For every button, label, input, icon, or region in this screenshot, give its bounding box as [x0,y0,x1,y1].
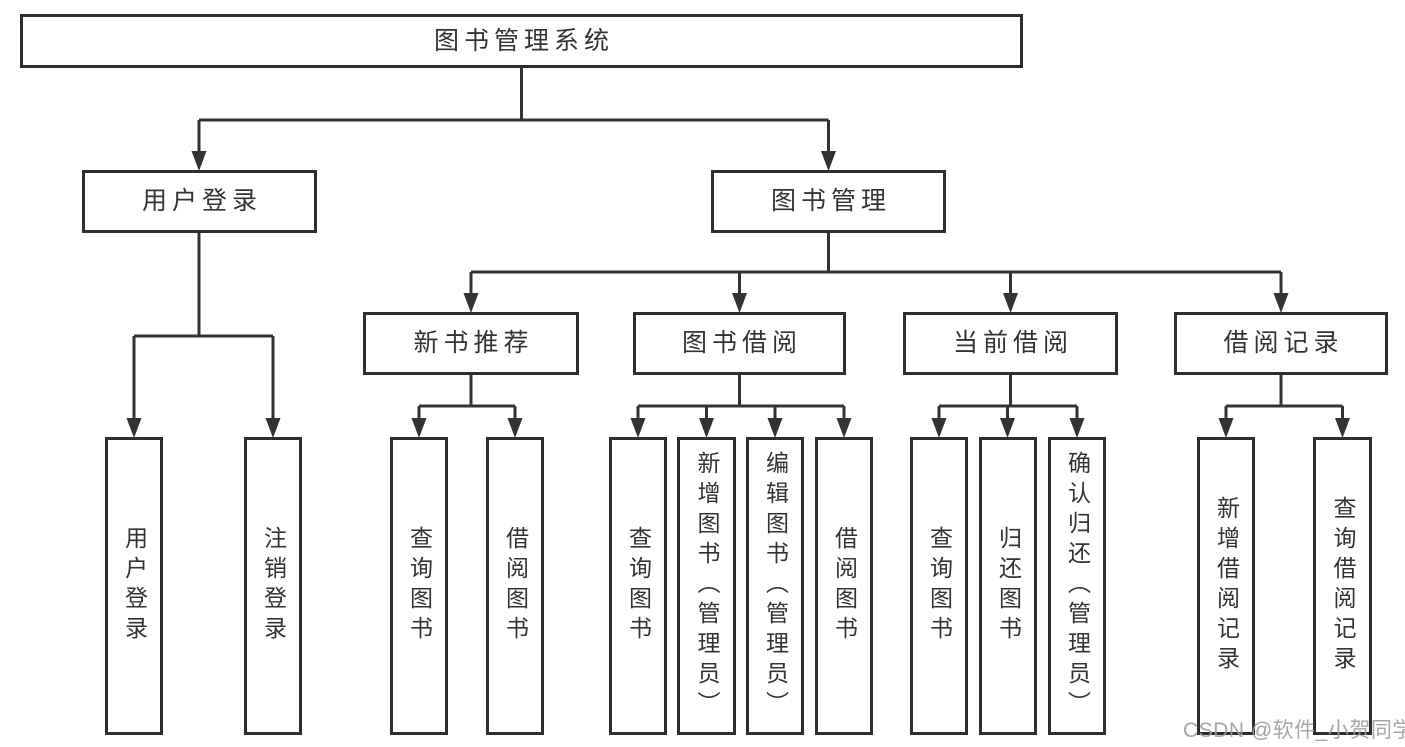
node-label: 新增图书（管理员） [694,451,720,721]
arrow-down-icon [126,418,142,438]
leaf-query-books-recommendation: 查询图书 [390,437,448,735]
leaf-add-books-admin: 新增图书（管理员） [677,437,736,735]
arrow-down-icon [463,293,479,313]
arrow-down-icon [411,418,427,438]
arrow-down-icon [191,151,207,171]
arrow-down-icon [265,418,281,438]
arrow-down-icon [1000,418,1015,438]
csdn-watermark: CSDN @软件_小贺同学 [1183,719,1405,742]
node-label: 查询图书 [406,526,433,646]
leaf-borrow-books: 借阅图书 [815,437,873,735]
arrow-down-icon [931,418,947,438]
node-label: 查询图书 [625,526,652,646]
leaf-user-login: 用户登录 [105,437,163,735]
node-label: 用户登录 [121,526,148,646]
node-label: 查询借阅记录 [1330,496,1356,676]
arrow-down-icon [821,151,836,171]
leaf-logout: 注销登录 [244,437,302,735]
arrow-down-icon [1069,418,1085,438]
arrow-down-icon [1003,293,1018,313]
node-label: 注销登录 [260,526,287,646]
leaf-query-books-current: 查询图书 [910,437,968,735]
node-label: 借阅图书 [502,526,529,646]
node-label: 确认归还（管理员） [1064,451,1091,721]
node-label: 借阅记录 [1223,329,1344,357]
leaf-add-borrow-record: 新增借阅记录 [1197,437,1255,735]
leaf-return-books: 归还图书 [979,437,1037,735]
arrow-down-icon [732,293,747,313]
arrowheads [126,151,1350,438]
leaf-edit-books-admin: 编辑图书（管理员） [746,437,804,735]
arrow-down-icon [767,418,783,438]
arrow-down-icon [699,418,714,438]
node-label: 用户登录 [141,187,262,215]
arrow-down-icon [630,418,646,438]
node-label: 图书管理 [770,187,891,215]
node-current-borrowing: 当前借阅 [903,312,1118,375]
node-book-borrowing: 图书借阅 [633,312,846,375]
arrow-down-icon [1273,293,1289,313]
arrow-down-icon [836,418,852,438]
node-label: 归还图书 [995,526,1022,646]
node-label: 借阅图书 [831,526,858,646]
leaf-borrow-books-recommendation: 借阅图书 [486,437,544,735]
leaf-query-books-borrowing: 查询图书 [609,437,667,735]
arrow-down-icon [1335,418,1350,438]
node-label: 图书管理系统 [433,26,614,55]
node-user-login: 用户登录 [82,170,317,233]
node-label: 查询图书 [926,526,953,646]
node-book-management: 图书管理 [711,170,946,233]
node-new-book-recommendation: 新书推荐 [363,312,579,375]
node-label: 编辑图书（管理员） [762,451,789,721]
leaf-confirm-return-admin: 确认归还（管理员） [1048,437,1106,735]
arrow-down-icon [1218,418,1234,438]
node-label: 当前借阅 [952,329,1073,357]
leaf-query-borrow-record: 查询借阅记录 [1313,437,1372,735]
node-label: 图书借阅 [681,329,802,357]
node-label: 新书推荐 [413,329,534,357]
node-library-management-system: 图书管理系统 [20,14,1023,68]
node-label: 新增借阅记录 [1213,496,1240,676]
node-borrowing-records: 借阅记录 [1174,312,1388,375]
arrow-down-icon [507,418,523,438]
